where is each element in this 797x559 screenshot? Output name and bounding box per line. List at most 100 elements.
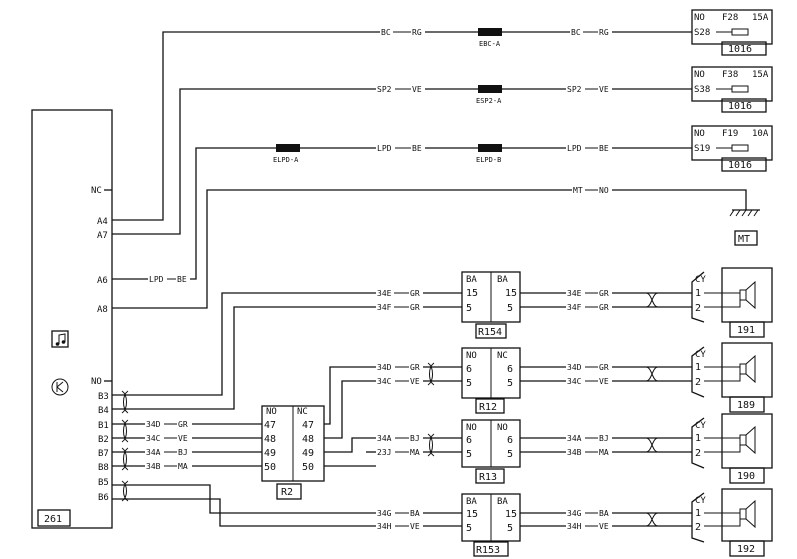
svg-text:F28: F28 [722,13,738,23]
svg-text:BE: BE [177,275,187,284]
svg-text:S38: S38 [694,85,710,95]
music-note-icon [51,330,69,348]
svg-text:SP2: SP2 [377,85,392,94]
svg-text:2: 2 [695,522,701,533]
wires-unit-to-r153: 34G BA 34H VE [112,484,462,531]
svg-text:R2: R2 [281,487,293,498]
pin-label: B6 [98,493,109,503]
svg-text:48: 48 [264,434,276,445]
svg-text:CY: CY [695,275,706,285]
svg-text:6: 6 [466,364,472,375]
connector-block [276,144,300,152]
speaker-icon [739,499,756,529]
wires-r153-to-192: 34G BA 34H VE [520,509,692,531]
svg-text:34B: 34B [146,462,161,471]
svg-text:MT: MT [573,186,583,195]
svg-text:GR: GR [599,363,609,372]
svg-text:34F: 34F [377,303,392,312]
speaker-icon [739,425,756,455]
relay-r12: NO NC 6 5 6 5 R12 [461,347,521,414]
speaker-icon [739,280,756,310]
svg-text:15A: 15A [752,70,769,80]
svg-text:VE: VE [412,85,422,94]
svg-text:GR: GR [599,303,609,312]
svg-text:NO: NO [694,129,705,139]
ground-label: MT [738,234,750,245]
svg-text:VE: VE [410,522,420,531]
svg-text:34H: 34H [567,522,582,531]
svg-text:1: 1 [695,362,701,373]
svg-text:NO: NO [694,13,705,23]
svg-text:15A: 15A [752,13,769,23]
svg-text:BA: BA [497,497,508,507]
speaker-190: CY 1 2 190 [645,413,773,484]
svg-text:VE: VE [599,522,609,531]
connector-label: EBC-A [479,40,501,48]
svg-text:5: 5 [466,449,472,460]
svg-text:CY: CY [695,421,706,431]
pin-label: B5 [98,478,109,488]
svg-text:2: 2 [695,377,701,388]
pin-label: NO [91,377,102,387]
svg-text:BC: BC [381,28,391,37]
svg-text:NO: NO [694,70,705,80]
svg-text:VE: VE [410,377,420,386]
wire-a7-sp2-ve: SP2 VE ESP2-A SP2 VE [112,85,692,235]
connector-block [478,85,502,93]
relay-r2: NO NC 47 48 49 50 47 48 49 50 R2 [261,405,325,500]
svg-text:34C: 34C [567,377,582,386]
svg-text:R12: R12 [479,402,497,413]
svg-text:23J: 23J [377,448,391,457]
svg-text:GR: GR [410,363,420,372]
svg-text:50: 50 [264,462,276,473]
svg-text:5: 5 [507,378,513,389]
wires-r12-to-189: 34D GR 34C VE [520,363,692,386]
fuse-f28: NO F28 15A S28 1016 [691,9,773,56]
svg-text:34A: 34A [377,434,392,443]
svg-text:34E: 34E [567,289,582,298]
svg-text:1016: 1016 [728,101,752,112]
svg-text:LPD: LPD [149,275,164,284]
wires-r13-to-190: 34A BJ 34B MA [520,434,692,457]
ground-symbol: MT [729,209,760,246]
fuse-icon [731,144,749,152]
svg-text:15: 15 [466,509,478,520]
svg-text:GR: GR [178,420,188,429]
svg-text:R153: R153 [476,545,500,556]
svg-text:5: 5 [507,523,513,534]
svg-text:VE: VE [599,377,609,386]
svg-text:NC: NC [497,351,508,361]
svg-text:34G: 34G [377,509,392,518]
svg-text:2: 2 [695,448,701,459]
fuse-f19: NO F19 10A S19 1016 [691,125,773,172]
svg-text:BE: BE [599,144,609,153]
svg-text:F19: F19 [722,129,738,139]
svg-text:34H: 34H [377,522,392,531]
svg-text:BA: BA [497,275,508,285]
wire-a6-lpd-be: LPD BE ELPD-A LPD BE ELPD-B LPD BE [112,144,692,284]
svg-text:MA: MA [410,448,420,457]
svg-text:191: 191 [737,325,755,336]
wires-r2-to-r13: 34A BJ 23J MA [324,433,462,467]
svg-text:GR: GR [410,303,420,312]
svg-text:34B: 34B [567,448,582,457]
svg-text:1: 1 [695,433,701,444]
svg-text:50: 50 [302,462,314,473]
svg-text:BA: BA [466,497,477,507]
svg-text:49: 49 [302,448,314,459]
svg-text:R154: R154 [478,327,502,338]
pin-label: B7 [98,449,109,459]
connector-label: ELPD-B [476,156,501,164]
svg-text:BJ: BJ [410,434,420,443]
svg-text:5: 5 [466,378,472,389]
svg-text:10A: 10A [752,129,769,139]
svg-text:CY: CY [695,350,706,360]
svg-text:GR: GR [599,289,609,298]
audio-unit-261: 261 NC A4 A7 A6 A8 NO B3 B4 B1 B2 B7 B8 … [31,109,113,529]
pin-label: A7 [97,231,108,241]
svg-text:192: 192 [737,544,755,555]
svg-text:NO: NO [466,423,477,433]
pin-label: B1 [98,421,109,431]
svg-text:6: 6 [466,435,472,446]
svg-text:BE: BE [412,144,422,153]
